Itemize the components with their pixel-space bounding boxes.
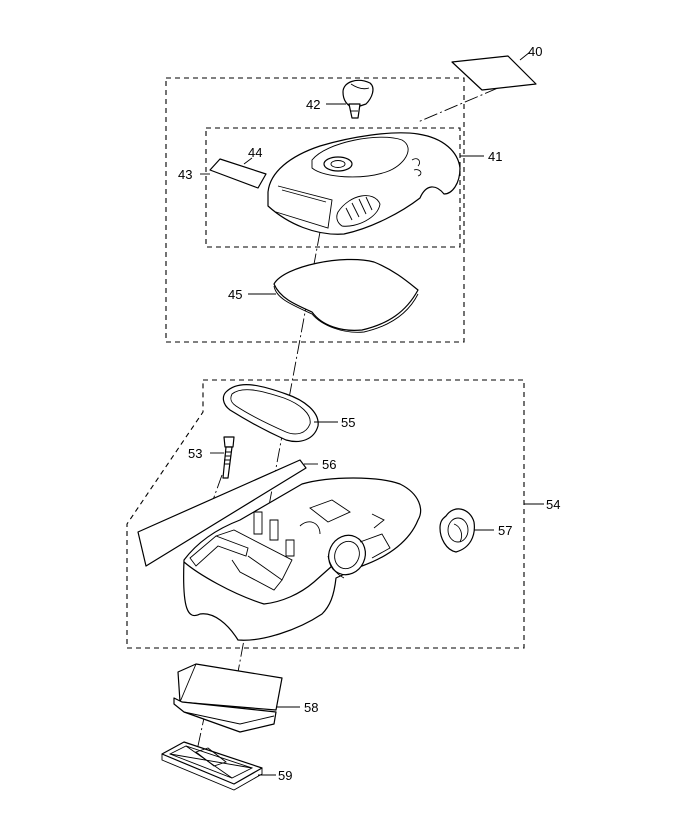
part-59-filter-grid <box>161 741 263 791</box>
part-55-gasket <box>222 384 319 443</box>
callout-44: 44 <box>248 145 262 160</box>
callout-53: 53 <box>188 446 202 461</box>
part-45-filter-pad <box>273 258 419 333</box>
callout-58: 58 <box>304 700 318 715</box>
leader-40 <box>519 51 531 61</box>
part-40-sticker <box>451 55 537 91</box>
callout-43: 43 <box>178 167 192 182</box>
callout-54: 54 <box>546 497 560 512</box>
callout-55: 55 <box>341 415 355 430</box>
part-44-plate <box>209 158 267 189</box>
part-41-upper-cover <box>267 132 461 235</box>
callout-59: 59 <box>278 768 292 783</box>
part-58-filter-element <box>173 663 283 733</box>
part-56-strip <box>137 459 307 567</box>
part-42-knob <box>342 79 374 119</box>
callout-45: 45 <box>228 287 242 302</box>
callout-57: 57 <box>498 523 512 538</box>
leader-44 <box>243 157 253 165</box>
part-53-bolt <box>222 436 235 479</box>
centerline-bolt <box>212 474 223 501</box>
centerline-top <box>417 87 499 123</box>
part-54-lower-housing <box>183 477 422 641</box>
callout-41: 41 <box>488 149 502 164</box>
callout-40: 40 <box>528 44 542 59</box>
assembly-41-outer-boundary <box>165 77 465 343</box>
callout-56: 56 <box>322 457 336 472</box>
assembly-54-boundary <box>126 379 525 649</box>
part-57-plug <box>439 508 475 553</box>
assembly-41-inner-boundary <box>205 127 461 248</box>
callout-42: 42 <box>306 97 320 112</box>
